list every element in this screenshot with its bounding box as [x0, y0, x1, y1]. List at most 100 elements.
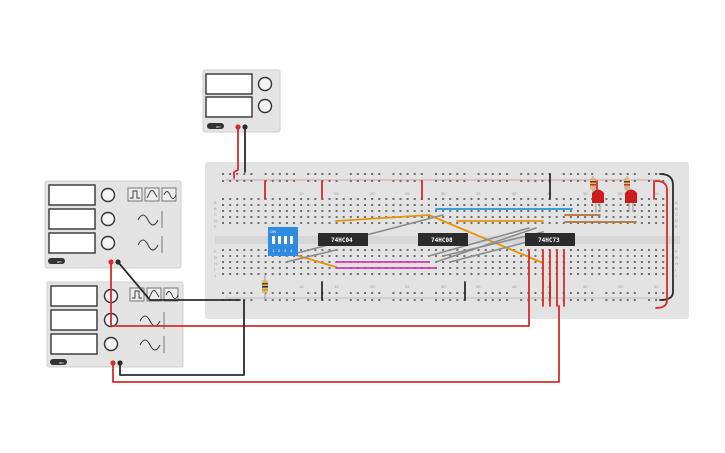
breadboard-hole[interactable]	[371, 249, 374, 251]
breadboard-hole[interactable]	[271, 299, 274, 301]
breadboard-hole[interactable]	[285, 198, 288, 200]
breadboard-hole[interactable]	[626, 210, 629, 212]
breadboard-hole[interactable]	[271, 267, 274, 269]
breadboard-hole[interactable]	[342, 210, 345, 212]
breadboard-hole[interactable]	[662, 198, 665, 200]
breadboard-hole[interactable]	[307, 261, 310, 263]
breadboard-hole[interactable]	[271, 273, 274, 275]
breadboard-hole[interactable]	[264, 222, 267, 224]
breadboard-hole[interactable]	[513, 255, 516, 257]
breadboard-hole[interactable]	[349, 198, 352, 200]
breadboard-hole[interactable]	[435, 198, 437, 200]
breadboard-hole[interactable]	[229, 292, 232, 294]
breadboard-hole[interactable]	[577, 292, 579, 294]
breadboard-hole[interactable]	[577, 249, 579, 251]
breadboard-hole[interactable]	[470, 273, 473, 275]
breadboard-hole[interactable]	[278, 273, 281, 275]
breadboard-hole[interactable]	[662, 180, 665, 182]
breadboard-hole[interactable]	[534, 249, 537, 251]
breadboard-hole[interactable]	[300, 267, 303, 269]
breadboard-hole[interactable]	[378, 273, 381, 275]
breadboard-hole[interactable]	[640, 273, 643, 275]
breadboard-hole[interactable]	[285, 267, 288, 269]
breadboard-hole[interactable]	[243, 273, 246, 275]
breadboard-hole[interactable]	[371, 173, 374, 175]
breadboard-hole[interactable]	[335, 204, 338, 206]
breadboard-hole[interactable]	[250, 180, 253, 182]
breadboard-hole[interactable]	[364, 299, 366, 301]
breadboard-hole[interactable]	[648, 273, 650, 275]
breadboard-hole[interactable]	[640, 204, 643, 206]
breadboard-hole[interactable]	[584, 255, 587, 257]
breadboard-hole[interactable]	[619, 222, 622, 224]
breadboard-hole[interactable]	[527, 180, 530, 182]
breadboard-hole[interactable]	[491, 299, 494, 301]
breadboard-hole[interactable]	[314, 255, 317, 257]
breadboard-hole[interactable]	[577, 204, 579, 206]
breadboard-hole[interactable]	[349, 204, 352, 206]
breadboard-hole[interactable]	[591, 216, 594, 218]
breadboard-hole[interactable]	[598, 267, 601, 269]
breadboard-hole[interactable]	[506, 173, 508, 175]
breadboard-hole[interactable]	[364, 204, 366, 206]
breadboard-hole[interactable]	[648, 204, 650, 206]
breadboard-hole[interactable]	[328, 173, 331, 175]
breadboard-hole[interactable]	[498, 299, 501, 301]
breadboard-hole[interactable]	[648, 222, 650, 224]
breadboard-hole[interactable]	[491, 273, 494, 275]
breadboard-hole[interactable]	[484, 299, 487, 301]
breadboard-hole[interactable]	[314, 204, 317, 206]
breadboard-hole[interactable]	[506, 267, 508, 269]
breadboard-hole[interactable]	[562, 222, 565, 224]
breadboard-hole[interactable]	[328, 273, 331, 275]
breadboard-hole[interactable]	[364, 198, 366, 200]
breadboard-hole[interactable]	[477, 198, 480, 200]
breadboard-hole[interactable]	[569, 216, 572, 218]
breadboard-hole[interactable]	[520, 222, 523, 224]
breadboard-hole[interactable]	[413, 198, 416, 200]
breadboard-hole[interactable]	[264, 204, 267, 206]
breadboard-hole[interactable]	[662, 273, 665, 275]
voltage-knob[interactable]	[257, 76, 273, 92]
breadboard-hole[interactable]	[605, 216, 608, 218]
breadboard-hole[interactable]	[278, 267, 281, 269]
breadboard-hole[interactable]	[285, 216, 288, 218]
breadboard-hole[interactable]	[513, 222, 516, 224]
breadboard-hole[interactable]	[285, 173, 288, 175]
breadboard-hole[interactable]	[335, 292, 338, 294]
breadboard-hole[interactable]	[562, 210, 565, 212]
breadboard-hole[interactable]	[484, 292, 487, 294]
breadboard-hole[interactable]	[435, 299, 437, 301]
breadboard-hole[interactable]	[243, 267, 246, 269]
breadboard-hole[interactable]	[648, 292, 650, 294]
breadboard-hole[interactable]	[612, 210, 615, 212]
breadboard-hole[interactable]	[662, 216, 665, 218]
breadboard-hole[interactable]	[463, 173, 466, 175]
breadboard-hole[interactable]	[406, 173, 409, 175]
breadboard-hole[interactable]	[626, 249, 629, 251]
breadboard-hole[interactable]	[484, 204, 487, 206]
breadboard-hole[interactable]	[534, 267, 537, 269]
breadboard-hole[interactable]	[364, 273, 366, 275]
breadboard-hole[interactable]	[236, 210, 239, 212]
breadboard-hole[interactable]	[456, 292, 459, 294]
breadboard-hole[interactable]	[548, 216, 551, 218]
breadboard-hole[interactable]	[371, 292, 374, 294]
breadboard-hole[interactable]	[257, 261, 260, 263]
function-generator-1[interactable]: on	[44, 180, 182, 269]
breadboard-hole[interactable]	[491, 222, 494, 224]
breadboard-hole[interactable]	[236, 198, 239, 200]
breadboard-hole[interactable]	[300, 222, 303, 224]
breadboard-hole[interactable]	[655, 299, 658, 301]
breadboard-hole[interactable]	[612, 292, 615, 294]
breadboard-hole[interactable]	[640, 261, 643, 263]
breadboard-hole[interactable]	[498, 173, 501, 175]
breadboard-hole[interactable]	[577, 267, 579, 269]
breadboard-hole[interactable]	[605, 198, 608, 200]
power-switch[interactable]	[50, 359, 67, 365]
breadboard-hole[interactable]	[612, 216, 615, 218]
breadboard-hole[interactable]	[420, 173, 423, 175]
dip-switch-toggle-2[interactable]	[278, 236, 281, 244]
breadboard-hole[interactable]	[293, 261, 295, 263]
breadboard-hole[interactable]	[236, 267, 239, 269]
